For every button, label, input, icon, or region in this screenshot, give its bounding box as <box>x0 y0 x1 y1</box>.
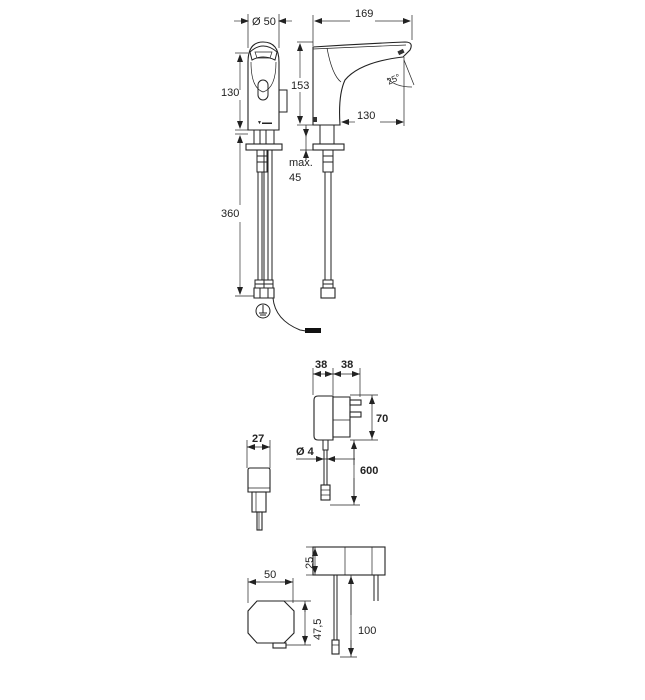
brand-logo-icon: ▼▬▬ <box>257 120 272 126</box>
sensor-cable <box>272 297 307 332</box>
plug-width-label: 27 <box>252 433 264 445</box>
supply-length-label: 360 <box>221 208 239 220</box>
control-box-top <box>247 600 295 644</box>
box-depth-label: 47,5 <box>312 619 324 640</box>
max-label-line1: max. <box>289 157 313 169</box>
diameter-dimension: Ø 50 <box>234 14 292 48</box>
box-cable-length-label: 100 <box>358 625 376 637</box>
cable-diameter-label: Ø 4 <box>296 446 315 458</box>
front-height-label: 130 <box>221 87 239 99</box>
max-thickness-dimension: max. 45 <box>289 125 320 184</box>
box-width-label: 50 <box>264 569 276 581</box>
reach-label: 169 <box>355 8 373 20</box>
faucet-front-view: Ø 50 ▼▬▬ 130 <box>221 14 321 333</box>
faucet-body-side <box>312 41 412 126</box>
diameter-label: Ø 50 <box>252 16 276 28</box>
max-label-line2: 45 <box>289 172 301 184</box>
angle-dimension: 25° <box>385 59 415 88</box>
side-height-dimension: 153 <box>291 41 313 126</box>
adapter-body <box>313 395 334 441</box>
control-box-view: 50 47,5 25 100 <box>247 546 386 658</box>
front-height-dimension: 130 <box>221 52 248 131</box>
reach-dimension: 169 <box>312 8 413 46</box>
adapter-width-right-label: 38 <box>341 359 353 371</box>
adapter-height-label: 70 <box>376 413 388 425</box>
cable-length-label: 600 <box>360 465 378 477</box>
box-height-label: 25 <box>304 557 316 569</box>
side-height-label: 153 <box>291 80 309 92</box>
spout-length-dimension: 130 <box>341 57 405 126</box>
sensor-window-icon <box>249 45 278 61</box>
cable-connector <box>305 328 321 333</box>
spout-length-label: 130 <box>357 110 375 122</box>
control-box-side <box>312 546 386 576</box>
supply-length-dimension: 360 <box>221 133 254 297</box>
faucet-body-front <box>247 41 280 131</box>
adapter-width-left-label: 38 <box>315 359 327 371</box>
ground-symbol-icon <box>255 303 271 319</box>
faucet-side-view: 169 25° 153 130 <box>289 8 415 299</box>
plug-front-view: 27 <box>246 433 271 531</box>
angle-label: 25° <box>385 72 402 87</box>
power-adapter-view: 38 38 70 Ø 4 600 <box>296 359 388 506</box>
